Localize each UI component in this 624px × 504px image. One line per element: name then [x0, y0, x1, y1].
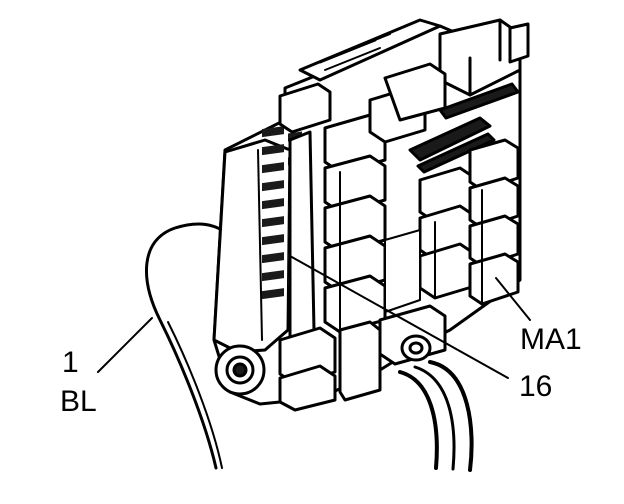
- leader-wire-1: [97, 317, 153, 373]
- cavity-column-center: [323, 113, 387, 334]
- callout-wire-number: 1: [62, 346, 79, 379]
- callout-terminal-number: 16: [519, 370, 553, 403]
- terminal-strip: [212, 138, 292, 354]
- wire-bl: [145, 222, 227, 470]
- cable-bundle: [398, 370, 439, 470]
- cavity-row-top: [278, 62, 447, 144]
- leader-terminal-16: [289, 255, 509, 379]
- leader-ma1: [495, 277, 531, 321]
- mounting-bolt: [214, 344, 266, 396]
- retaining-screw: [400, 334, 432, 362]
- locking-latch: [408, 116, 492, 162]
- callout-wire-color: BL: [60, 385, 97, 418]
- wire-bl-inner: [167, 321, 223, 469]
- callout-connector-id: MA1: [520, 323, 582, 356]
